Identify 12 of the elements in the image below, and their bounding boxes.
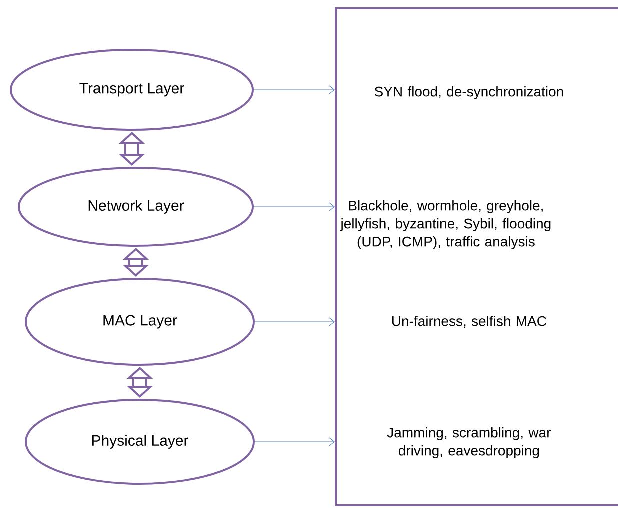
double-arrow xyxy=(122,248,150,277)
arrow xyxy=(254,438,336,446)
attack-list-text: Un-fairness, selfish MAC xyxy=(392,316,546,328)
attack-list-text: Jamming, scrambling, war driving, eavesdropping xyxy=(387,427,552,459)
arrow xyxy=(254,318,336,326)
attack-list-text: Blackhole, wormhole, greyhole, jellyfish, byzantine, Sybil, flooding (UDP, ICMP), traffic analysis xyxy=(340,200,551,250)
arrow xyxy=(254,202,336,212)
double-arrow xyxy=(118,132,146,166)
double-arrow xyxy=(126,367,154,398)
attack-list-text: SYN flood, de-synchronization xyxy=(374,86,564,100)
attacks-panel xyxy=(335,8,618,506)
arrow xyxy=(254,86,336,94)
